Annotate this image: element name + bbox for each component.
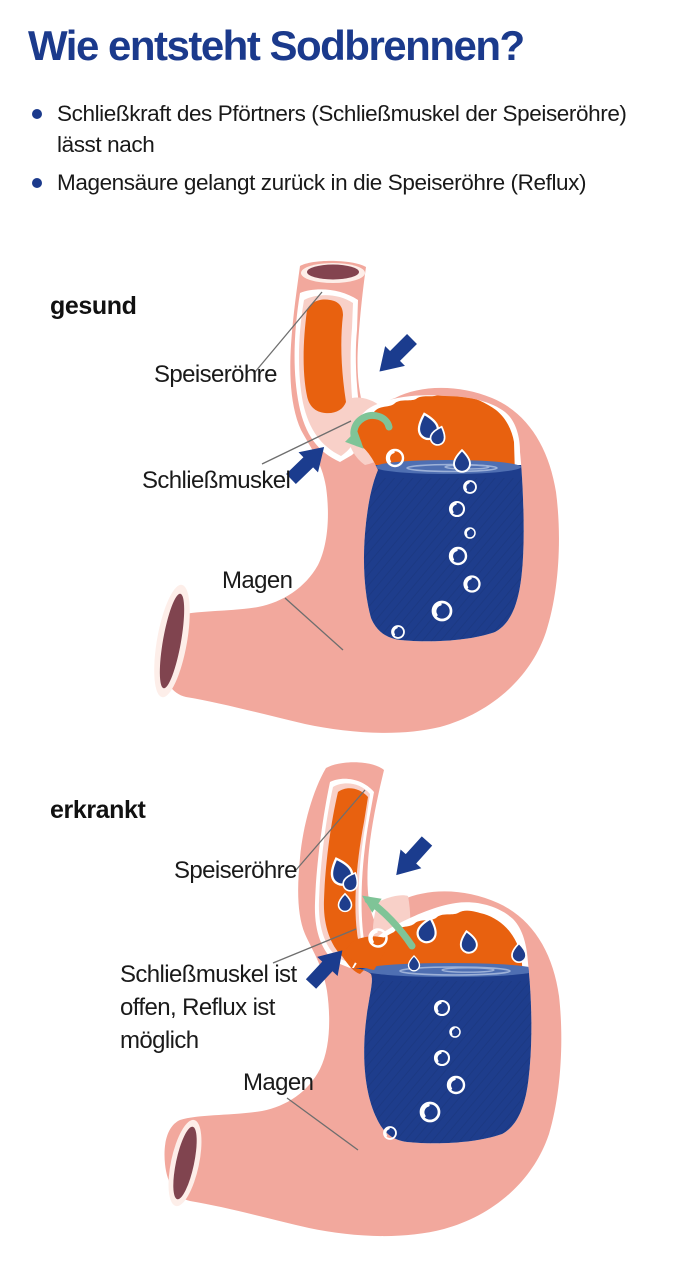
- label-sphincter-open: Schließmuskel ist offen, Reflux ist mögl…: [120, 958, 350, 1057]
- healthy-stomach-illustration: [154, 260, 559, 733]
- pressure-arrow-icon: [369, 329, 422, 382]
- leader-line-sphincter: [272, 928, 357, 964]
- acid-texture: [352, 478, 524, 642]
- leader-line-stomach: [286, 1097, 359, 1151]
- reflux-arrow-icon: [357, 888, 416, 950]
- food-bolus: [303, 299, 346, 414]
- surface-ripple: [441, 967, 495, 973]
- reflux-channel: [344, 936, 392, 970]
- leader-line-esophagus: [295, 789, 366, 871]
- food-content: [352, 910, 523, 978]
- leader-line-stomach: [284, 597, 344, 651]
- label-line: offen, Reflux ist: [120, 994, 275, 1021]
- pylorus-opening: [159, 593, 185, 689]
- figure-state-label-diseased: erkrankt: [50, 796, 146, 824]
- surface-ripple: [406, 463, 498, 473]
- label-esophagus: Speiseröhre: [174, 857, 297, 884]
- diseased-stomach-illustration: [164, 762, 562, 1237]
- bullet-line: lässt nach: [57, 132, 155, 157]
- bullet-line: Schließkraft des Pförtners (Schließmuske…: [57, 101, 627, 126]
- bullet-line: Magensäure gelangt zurück in die Speiser…: [57, 170, 587, 195]
- bullet-item: Schließkraft des Pförtners (Schließmuske…: [30, 98, 650, 160]
- page-title: Wie entsteht Sodbrennen?: [28, 22, 525, 69]
- leader-line-sphincter: [261, 420, 352, 465]
- bullet-item: Magensäure gelangt zurück in die Speiser…: [30, 167, 650, 198]
- pylorus-opening: [173, 1126, 197, 1200]
- acid-contained-arrow-icon: [345, 411, 393, 455]
- label-line: möglich: [120, 1027, 199, 1054]
- esophagus-opening: [307, 264, 359, 280]
- label-line: Schließmuskel ist: [120, 961, 297, 988]
- figure-state-label-healthy: gesund: [50, 292, 137, 320]
- label-esophagus: Speiseröhre: [154, 361, 277, 388]
- label-stomach: Magen: [243, 1069, 314, 1096]
- label-stomach: Magen: [222, 567, 293, 594]
- acid-texture: [352, 981, 532, 1144]
- pressure-arrow-icon: [385, 831, 438, 885]
- leader-line-esophagus: [254, 291, 323, 373]
- bullet-list: Schließkraft des Pförtners (Schließmuske…: [30, 98, 650, 205]
- label-sphincter: Schließmuskel: [142, 467, 291, 494]
- surface-ripple: [399, 966, 511, 976]
